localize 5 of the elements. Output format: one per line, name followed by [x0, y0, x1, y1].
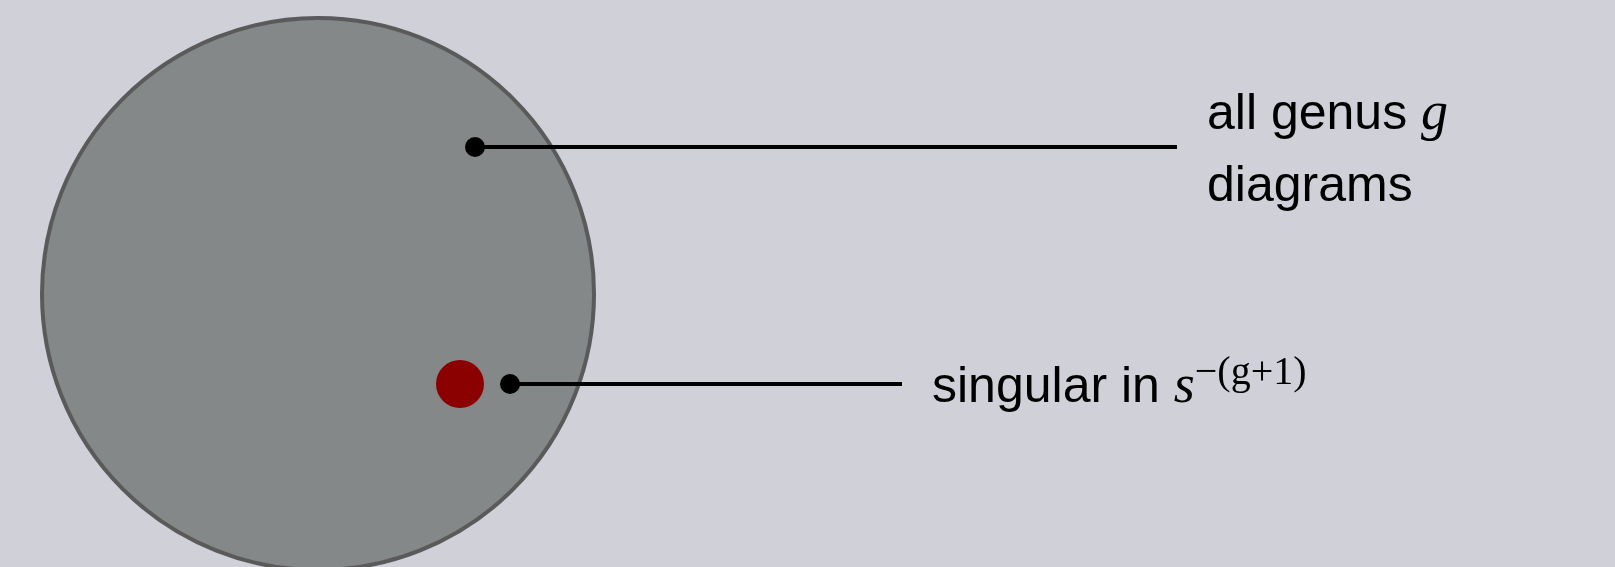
set-label: all genus g diagrams [1207, 75, 1607, 220]
subset-label: singular in s$^{−(g+1)}$ [932, 348, 1592, 421]
leader-line [500, 374, 902, 394]
singular-point [436, 360, 484, 408]
leader-line [465, 137, 1177, 157]
